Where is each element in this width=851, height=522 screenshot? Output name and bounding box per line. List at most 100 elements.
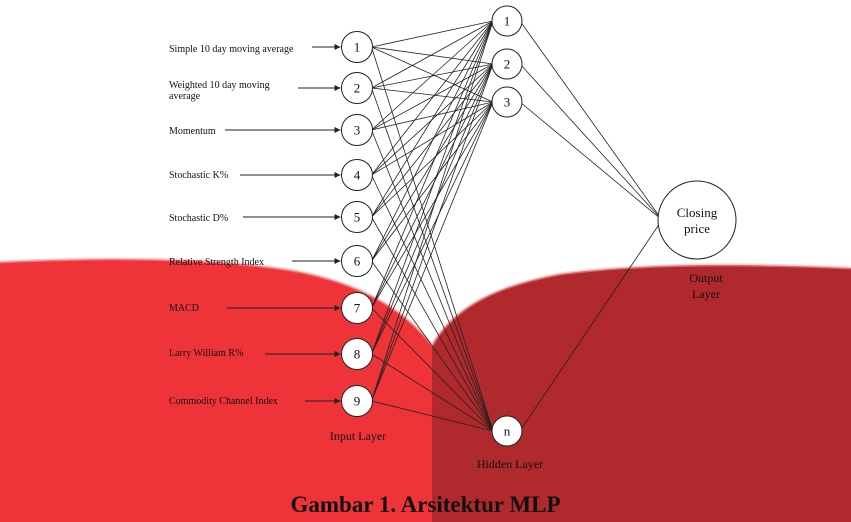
- edge-input-7-hidden-3: [371, 101, 494, 309]
- input-node-4-label: 4: [354, 168, 361, 183]
- edge-input-6-hidden-4: [371, 260, 494, 432]
- input-node-6: 6: [341, 245, 373, 277]
- input-node-4: 4: [341, 159, 373, 191]
- edge-input-9-hidden-4: [371, 400, 494, 432]
- hidden-node-2: 2: [491, 48, 523, 80]
- input-node-7-label: 7: [354, 301, 361, 316]
- input-node-1-circle: [341, 31, 373, 63]
- edge-input-7-hidden-1: [371, 20, 494, 309]
- edge-hidden-3-output: [519, 101, 663, 221]
- input-node-2-label: 2: [354, 81, 361, 96]
- output-layer-label-line1: Output: [689, 271, 723, 285]
- edge-input-8-hidden-1: [371, 20, 494, 355]
- input-label-8: Larry William R%: [169, 348, 244, 359]
- edge-input-8-hidden-3: [371, 101, 494, 355]
- edge-input-6-hidden-1: [371, 20, 494, 262]
- edge-hidden-2-output: [519, 63, 663, 221]
- edge-input-7-hidden-4: [371, 307, 494, 432]
- edge-input-6-hidden-2: [371, 63, 494, 262]
- edge-input-5-hidden-1: [371, 20, 494, 218]
- input-arrowhead-2: [334, 85, 341, 91]
- input-label-2: Weighted 10 day moving average: [169, 80, 270, 102]
- edge-input-8-hidden-2: [371, 63, 494, 355]
- hidden-node-1-circle: [491, 5, 523, 37]
- edge-input-3-hidden-3: [371, 101, 494, 131]
- hidden-node-4-label: n: [504, 424, 511, 439]
- input-node-9-circle: [341, 385, 373, 417]
- red-background-right: [432, 264, 851, 522]
- input-node-6-circle: [341, 245, 373, 277]
- input-arrowhead-1: [334, 44, 341, 50]
- input-label-5: Stochastic D%: [169, 213, 229, 224]
- edge-input-9-hidden-3: [371, 101, 494, 402]
- edge-hidden-1-output: [519, 20, 663, 221]
- edge-input-6-hidden-3: [371, 101, 494, 262]
- input-layer-label: Input Layer: [329, 429, 387, 443]
- input-node-3-label: 3: [354, 123, 361, 138]
- hidden-node-3-circle: [491, 86, 523, 118]
- connection-lines: [225, 20, 663, 432]
- hidden-node-4-circle: [491, 415, 523, 447]
- input-label-7: MACD: [169, 303, 200, 314]
- input-label-9: Commodity Channel Index: [169, 396, 278, 407]
- red-background-left: [0, 259, 432, 522]
- output-node-circle: [657, 180, 737, 260]
- edge-input-3-hidden-4: [371, 129, 494, 432]
- input-label-1: Simple 10 day moving average: [169, 44, 294, 55]
- edge-input-1-hidden-3: [371, 46, 494, 103]
- edge-hidden-4-output: [519, 219, 663, 432]
- edge-input-2-hidden-4: [371, 87, 494, 432]
- input-arrowhead-5: [334, 214, 341, 220]
- input-node-2-circle: [341, 72, 373, 104]
- figure-caption: Gambar 1. Arsitektur MLP: [290, 492, 561, 517]
- input-node-5-label: 5: [354, 210, 361, 225]
- hidden-node-2-label: 2: [504, 57, 511, 72]
- edge-input-4-hidden-4: [371, 174, 494, 432]
- input-node-5-circle: [341, 201, 373, 233]
- input-label-4: Stochastic K%: [169, 170, 229, 181]
- input-node-1: 1: [341, 31, 373, 63]
- edge-input-9-hidden-2: [371, 63, 494, 402]
- edge-input-2-hidden-3: [371, 87, 494, 103]
- output-node-label-line2: price: [684, 221, 710, 236]
- hidden-layer-label: Hidden Layer: [476, 457, 544, 471]
- input-node-8-label: 8: [354, 347, 361, 362]
- input-node-1-label: 1: [354, 40, 361, 55]
- input-arrowhead-7: [334, 305, 341, 311]
- edge-input-8-hidden-4: [371, 353, 494, 432]
- input-arrowhead-8: [334, 351, 341, 357]
- edge-input-5-hidden-4: [371, 216, 494, 432]
- input-arrowhead-4: [334, 172, 341, 178]
- input-node-9-label: 9: [354, 394, 361, 409]
- edge-input-4-hidden-1: [371, 20, 494, 176]
- edge-input-4-hidden-3: [371, 101, 494, 176]
- edge-input-9-hidden-1: [371, 20, 494, 402]
- input-node-2: 2: [341, 72, 373, 104]
- edge-input-1-hidden-1: [371, 20, 494, 48]
- edge-input-2-hidden-1: [371, 20, 494, 89]
- input-arrowhead-9: [334, 398, 341, 404]
- edge-input-3-hidden-1: [371, 20, 494, 131]
- input-arrowhead-6: [334, 258, 341, 264]
- edge-input-7-hidden-2: [371, 63, 494, 309]
- edge-input-3-hidden-2: [371, 63, 494, 131]
- edge-input-1-hidden-4: [371, 46, 494, 432]
- output-node-label-line1: Closing: [677, 205, 718, 220]
- hidden-node-1: 1: [491, 5, 523, 37]
- hidden-node-4: n: [491, 415, 523, 447]
- hidden-node-2-circle: [491, 48, 523, 80]
- input-label-3: Momentum: [169, 126, 216, 137]
- input-node-7: 7: [341, 292, 373, 324]
- output-layer-label-line2: Layer: [692, 287, 720, 301]
- input-node-8-circle: [341, 338, 373, 370]
- input-node-6-label: 6: [354, 254, 361, 269]
- input-node-3: 3: [341, 114, 373, 146]
- input-arrowhead-3: [334, 127, 341, 133]
- hidden-node-3: 3: [491, 86, 523, 118]
- input-node-3-circle: [341, 114, 373, 146]
- input-node-5: 5: [341, 201, 373, 233]
- hidden-node-1-label: 1: [504, 14, 511, 29]
